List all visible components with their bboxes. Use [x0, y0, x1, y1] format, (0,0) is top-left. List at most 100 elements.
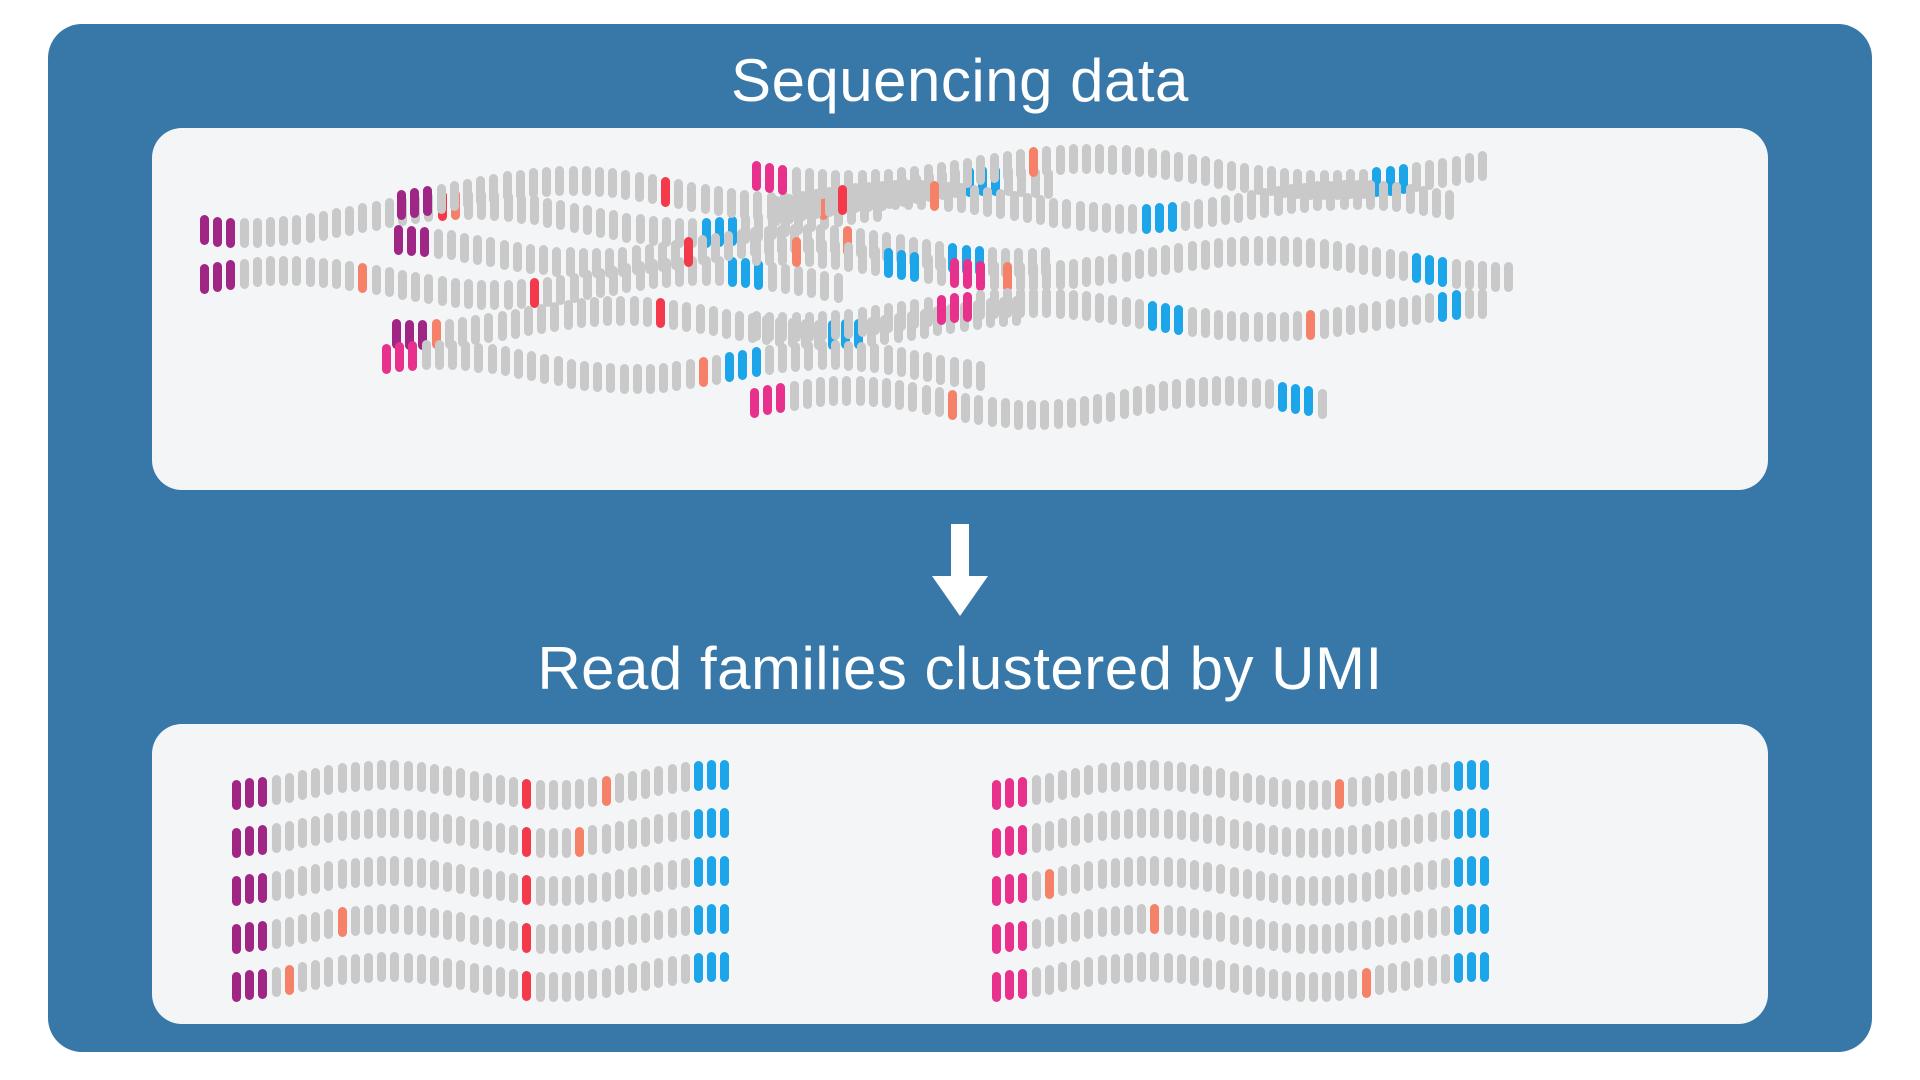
- read-base-tick: [1009, 190, 1019, 221]
- read-base-tick: [324, 957, 334, 988]
- read-base-tick: [897, 301, 907, 332]
- read-base-tick: [1322, 971, 1331, 1002]
- read-base-tick: [694, 760, 703, 791]
- read-base-tick: [1220, 194, 1230, 225]
- read-base-tick: [1388, 818, 1397, 849]
- read-base-tick: [1464, 260, 1474, 291]
- read-base-tick: [1359, 303, 1369, 334]
- read-base-tick: [1348, 873, 1358, 904]
- read-base-tick: [311, 815, 321, 846]
- read-base-tick: [562, 923, 571, 954]
- read-base-tick: [1190, 763, 1199, 794]
- read-base-tick: [318, 257, 328, 288]
- read-base-tick: [724, 230, 733, 261]
- read-base-tick: [350, 809, 360, 840]
- read-base-tick: [780, 263, 790, 294]
- read-base-tick: [1293, 168, 1303, 199]
- read-base-tick: [641, 960, 651, 991]
- read-base-tick: [842, 376, 852, 406]
- read-base-tick: [443, 957, 453, 988]
- read-base-tick: [1308, 875, 1318, 906]
- read-base-tick: [1102, 203, 1111, 234]
- read-base-tick: [1401, 912, 1411, 943]
- read-base-tick: [1425, 255, 1435, 286]
- read-base-tick: [644, 243, 654, 274]
- read-base-tick: [1216, 816, 1226, 847]
- read-base-tick: [436, 183, 446, 214]
- read-base-tick: [337, 859, 347, 890]
- read-base-tick: [1124, 952, 1133, 983]
- read-base-tick: [582, 205, 592, 236]
- read-base-tick: [1084, 765, 1094, 796]
- read-base-tick: [976, 155, 986, 186]
- read-base-tick: [543, 197, 553, 228]
- read-base-tick: [437, 276, 447, 307]
- read-base-tick: [350, 857, 360, 888]
- read-base-tick: [864, 181, 874, 212]
- read-base-tick: [556, 200, 566, 231]
- read-base-tick: [778, 236, 788, 267]
- read-base-tick: [753, 190, 763, 221]
- read-base-tick: [421, 340, 431, 371]
- read-base-tick: [1266, 166, 1276, 197]
- read-base-tick: [1256, 967, 1265, 998]
- read-base-tick: [548, 875, 558, 906]
- read-base-tick: [752, 310, 761, 341]
- read-base-tick: [1108, 253, 1118, 284]
- read-base-tick: [463, 178, 472, 209]
- read-base-tick: [714, 216, 724, 247]
- read-base-tick: [1346, 242, 1355, 273]
- read-base-tick: [1097, 811, 1107, 842]
- read-base-tick: [857, 243, 867, 274]
- read-base-tick: [811, 189, 821, 220]
- read-base-tick: [1163, 760, 1173, 791]
- read-base-tick: [740, 189, 750, 220]
- read-base-tick: [1269, 825, 1279, 856]
- read-base-tick: [1029, 147, 1039, 178]
- read-base-tick: [1388, 914, 1397, 945]
- read-base-tick: [1388, 866, 1397, 897]
- read-base-tick: [482, 821, 492, 852]
- read-base-tick: [641, 864, 651, 895]
- read-base-tick: [816, 377, 825, 408]
- read-base-tick: [707, 952, 717, 983]
- read-base-tick: [662, 217, 671, 248]
- read-base-tick: [635, 214, 645, 245]
- read-base-tick: [298, 770, 307, 801]
- read-base-tick: [989, 289, 999, 320]
- read-base-tick: [1256, 871, 1265, 902]
- read-base-tick: [989, 261, 999, 292]
- read-base-tick: [1150, 904, 1160, 935]
- read-base-tick: [200, 264, 209, 295]
- read-base-tick: [622, 212, 632, 243]
- read-base-tick: [844, 340, 853, 371]
- read-base-tick: [1031, 918, 1041, 949]
- read-base-tick: [680, 906, 690, 937]
- read-base-tick: [1082, 257, 1091, 288]
- read-base-tick: [1134, 298, 1144, 329]
- read-base-tick: [1214, 238, 1223, 269]
- read-base-tick: [628, 770, 637, 801]
- read-base-tick: [1005, 970, 1015, 1001]
- read-base-tick: [791, 166, 801, 197]
- read-base-tick: [311, 911, 321, 942]
- read-base-tick: [524, 306, 533, 337]
- read-base-tick: [897, 250, 907, 281]
- read-base-tick: [456, 864, 466, 895]
- read-base-tick: [1242, 917, 1252, 948]
- read-base-tick: [1030, 167, 1040, 198]
- read-base-tick: [1053, 399, 1063, 430]
- read-base-tick: [735, 310, 745, 341]
- read-base-tick: [1480, 808, 1490, 839]
- read-base-tick: [1148, 148, 1157, 179]
- read-base-tick: [1398, 164, 1408, 195]
- read-base-tick: [1414, 766, 1424, 797]
- read-base-tick: [433, 228, 443, 259]
- read-base-tick: [410, 187, 420, 218]
- read-base-tick: [791, 236, 801, 267]
- read-base-tick: [377, 904, 387, 935]
- read-base-tick: [992, 779, 1001, 810]
- read-base-tick: [200, 215, 209, 246]
- read-base-tick: [1464, 153, 1474, 184]
- read-base-tick: [529, 168, 538, 199]
